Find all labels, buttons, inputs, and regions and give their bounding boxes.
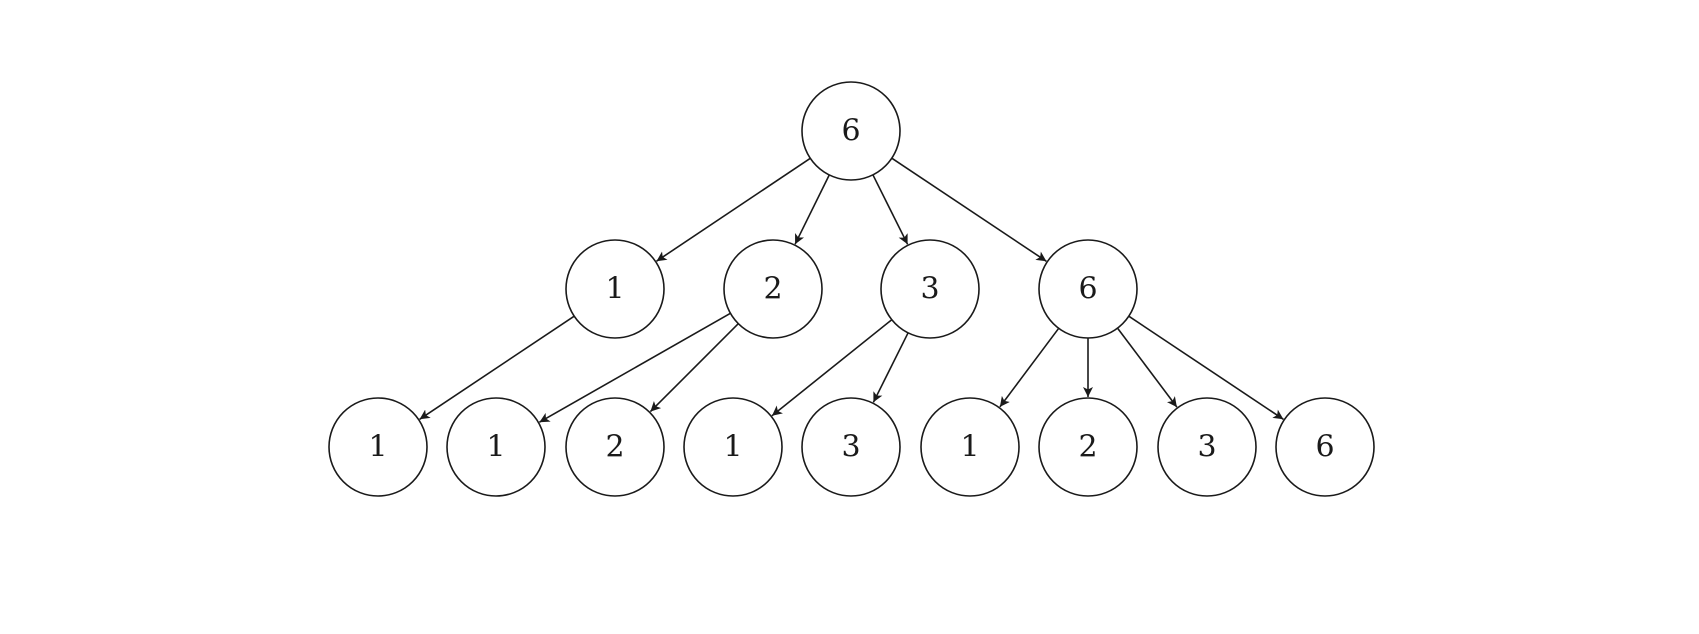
tree-node-b1: 1 xyxy=(446,397,546,497)
node-circle xyxy=(1157,397,1257,497)
node-circle xyxy=(801,81,901,181)
node-label: 2 xyxy=(605,430,624,465)
node-circle xyxy=(1275,397,1375,497)
tree-node-c2: 3 xyxy=(801,397,901,497)
edge-b-to-b1 xyxy=(539,312,731,423)
node-label: 1 xyxy=(960,430,979,465)
tree-node-d3: 3 xyxy=(1157,397,1257,497)
node-circle xyxy=(446,397,546,497)
node-circle xyxy=(683,397,783,497)
tree-node-d: 6 xyxy=(1038,239,1138,339)
edges-group xyxy=(419,157,1284,423)
node-label: 3 xyxy=(841,430,860,465)
edge-b-to-b2 xyxy=(649,323,739,413)
node-circle xyxy=(565,397,665,497)
node-circle xyxy=(723,239,823,339)
node-label: 3 xyxy=(920,272,939,307)
node-circle xyxy=(328,397,428,497)
edge-c-to-c1 xyxy=(771,319,893,417)
node-label: 1 xyxy=(368,430,387,465)
node-label: 1 xyxy=(486,430,505,465)
nodes-group: 6 1 2 3 6 1 1 2 1 3 1 2 3 6 xyxy=(328,81,1375,497)
node-label: 2 xyxy=(1078,430,1097,465)
edge-root-to-b xyxy=(794,174,831,245)
edge-a-to-a1 xyxy=(419,315,575,420)
tree-node-root: 6 xyxy=(801,81,901,181)
tree-node-a: 1 xyxy=(565,239,665,339)
edge-root-to-c xyxy=(872,174,909,245)
tree-node-c: 3 xyxy=(880,239,980,339)
edge-d-to-d4 xyxy=(1128,315,1284,420)
edge-d-to-d3 xyxy=(1116,327,1178,408)
tree-node-d4: 6 xyxy=(1275,397,1375,497)
node-circle xyxy=(880,239,980,339)
edge-root-to-d xyxy=(891,157,1047,262)
node-circle xyxy=(801,397,901,497)
node-label: 2 xyxy=(763,272,782,307)
node-circle xyxy=(1038,239,1138,339)
tree-node-c1: 1 xyxy=(683,397,783,497)
edge-c-to-c2 xyxy=(872,332,909,403)
edge-root-to-a xyxy=(656,157,811,262)
node-label: 1 xyxy=(723,430,742,465)
node-circle xyxy=(920,397,1020,497)
tree-node-b: 2 xyxy=(723,239,823,339)
node-circle xyxy=(1038,397,1138,497)
node-label: 6 xyxy=(1315,430,1334,465)
node-label: 1 xyxy=(605,272,624,307)
edge-d-to-d1 xyxy=(999,327,1060,408)
node-label: 6 xyxy=(1078,272,1097,307)
node-circle xyxy=(565,239,665,339)
tree-node-b2: 2 xyxy=(565,397,665,497)
tree-node-a1: 1 xyxy=(328,397,428,497)
node-label: 3 xyxy=(1197,430,1216,465)
tree-node-d2: 2 xyxy=(1038,397,1138,497)
tree-node-d1: 1 xyxy=(920,397,1020,497)
node-label: 6 xyxy=(841,114,860,149)
